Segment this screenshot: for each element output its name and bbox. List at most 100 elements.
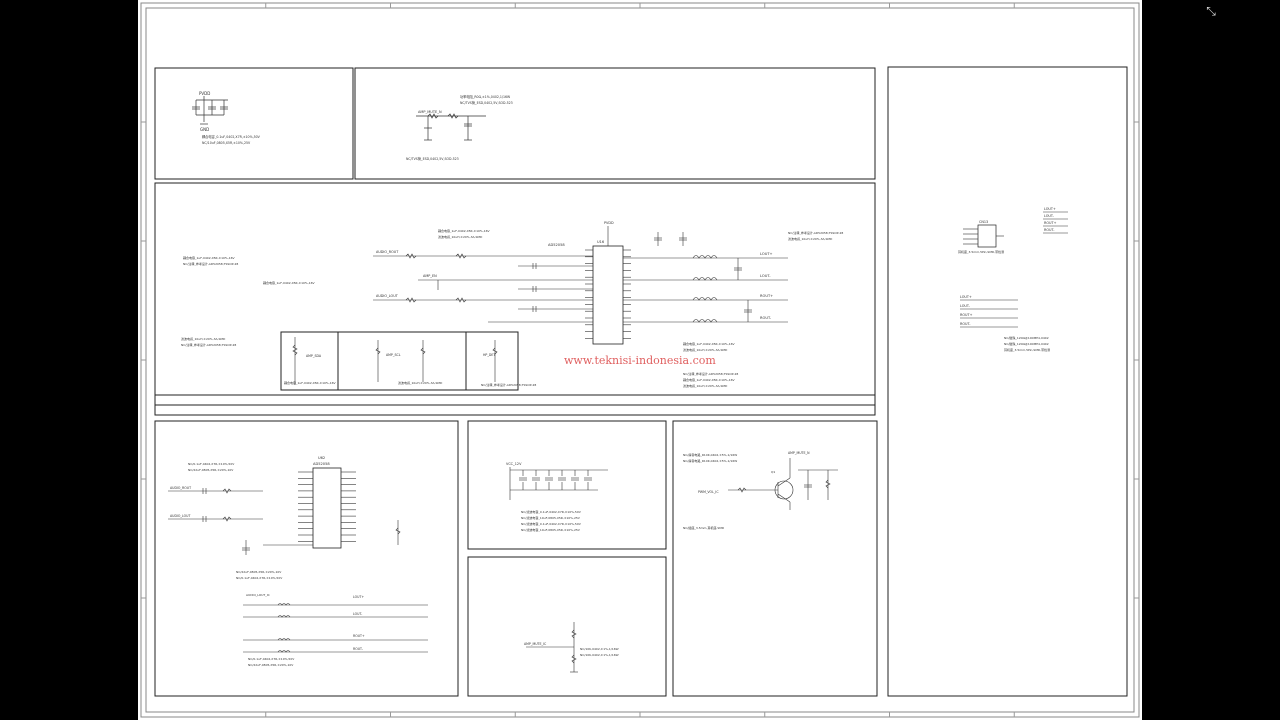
amp-ic-body [592,245,624,345]
conn-net-1: LOUT+ [1044,207,1056,211]
hp-jack-ref: CN13 [979,220,988,224]
codec-note-3: NC/22uF,0805,X5R,±20%,10V [236,570,282,574]
codec-ic-body [312,467,342,549]
panel-feedback-sub [280,331,519,391]
conn-net-8: ROUT- [960,322,971,326]
feedback-note-3: NC/注释_参考设计,AD52058,TSSOP-28 [481,382,536,387]
amp-note-13: 耦合电容_1uF,0402,X5R,±10%,16V [683,377,736,382]
decap-note-1: NC/滤波电容_0.1uF,0402,X7R,±10%,50V [521,509,582,514]
amp-pvdd-label: PVDD [604,221,614,225]
codec-net-6: ROUT- [353,647,363,651]
amp-note-7: NC/注释_参考设计,AD52058,TSSOP-28 [181,342,236,347]
conn-net-5: LOUT+ [960,295,972,299]
jack-note-1: 耳机座_3.5mm,5Pin,SMD,带检测 [958,249,1004,254]
codec-ic-part: AD52058 [313,462,330,466]
bias-note-2: NC/10K,0402,±1%,1/16W [580,653,619,657]
mute-note-3: NC/插座_3.5mm,耳机座,SMD [683,525,725,530]
zone-markers [141,3,1139,717]
mute-net-pwm: PWM_VOL_IC [698,490,719,494]
jack-note-4: 耳机座_3.5mm,5Pin,SMD,带检测 [1004,347,1050,352]
net-label-rout-minus: ROUT- [760,316,772,320]
net-label-lout-minus: LOUT- [760,274,771,278]
mute-note-1: NC/静音电路_R10K,0402,±5%,1/16W [683,452,737,457]
mute-note-2: NC/静音电路_R10K,0402,±5%,1/16W [683,458,737,463]
net-label-audio-lout: AUDIO_LOUT [376,294,399,298]
amp-note-11: 滤波电感_10uH,±20%,3A,SMD [683,347,728,352]
amp-note-10: 耦合电容_1uF,0402,X5R,±10%,16V [683,341,736,346]
panel-bias [467,556,667,697]
codec-note-4: NC/0.1uF,0402,X7R,±10%,50V [236,576,283,580]
conn-net-4: ROUT- [1044,228,1055,232]
codec-note-5: AUDIO_LOUT_IC [246,593,270,597]
panel-codec [154,420,459,697]
codec-net-3: LOUT+ [353,595,364,599]
net-label-lout-plus: LOUT+ [760,252,773,256]
watermark: www.teknisi-indonesia.com [564,354,716,367]
net-label-audio-rout: AUDIO_ROUT [376,250,399,254]
hp-jack-body [977,224,997,248]
amp-note-6: 滤波电感_10uH,±20%,3A,SMD [181,336,226,341]
conn-net-7: ROUT+ [960,313,973,317]
codec-note-1: NC/0.1uF,0402,X7R,±10%,50V [188,462,235,466]
panel-decoupling [467,420,667,550]
panel-mute [672,420,878,697]
panel-filter [354,67,876,180]
amp-note-1: 耦合电容_1uF,0402,X5R,±10%,16V [438,228,491,233]
codec-net-5: ROUT+ [353,634,365,638]
amp-note-8: NC/注释_参考设计,AD52058,TSSOP-28 [788,230,843,235]
codec-note-7: NC/22uF,0805,X5R,±20%,10V [248,663,294,667]
amp-ic-part: AD52058 [548,243,565,247]
net-label-pvdd: PVDD [199,91,210,96]
amp-note-4: NC/注释_参考设计,AD52058,TSSOP-28 [183,261,238,266]
decap-net: VCC_12V [506,462,522,466]
conn-net-3: ROUT+ [1044,221,1057,225]
schematic-drawing: PVDD GND 耦合电容_0.1uF,0402,X7R,±10%,50V NC… [140,2,1140,718]
net-label-gnd: GND [200,127,209,132]
codec-net-4: LOUT- [353,612,362,616]
bias-net: AMP_MUTE_IC [524,642,547,646]
conn-net-6: LOUT- [960,304,971,308]
filter-note-3: NC/TVS管_ESD,0402,5V,SOD-523 [406,156,459,161]
net-label-amp-mute: AMP_MUTE_N [418,110,442,114]
decap-note-2: NC/滤波电容_10uF,0805,X5R,±10%,25V [521,515,581,520]
amp-ic-ref: U16 [597,240,605,244]
amp-note-3: 耦合电容_1uF,0402,X5R,±10%,16V [183,255,236,260]
feedback-net-2: AMP_SCL [386,353,401,357]
filter-note-2: NC/TVS管_ESD,0402,5V,SOD-523 [460,100,513,105]
panel-right-connector [887,66,1128,697]
filter-note-1: 功率电阻_R0Ω,±1%,0402,1/16W [460,94,511,99]
codec-net-1: AUDIO_ROUT [170,486,191,490]
amp-ic-pins [585,249,631,339]
jack-note-2: NC/磁珠_120Ω@100MHz,0402 [1004,335,1049,340]
bias-note-1: NC/10K,0402,±1%,1/16W [580,647,619,651]
mute-net-mute: AMP_MUTE_N [788,451,810,455]
power-note-2: NC/10uF,0805,X5R,±10%,25V [202,141,251,145]
exit-fullscreen-icon[interactable]: ⤡ [1206,4,1216,18]
panel-power-decoupling [154,67,354,180]
jack-note-3: NC/磁珠_120Ω@100MHz,0402 [1004,341,1049,346]
codec-net-2: AUDIO_LOUT [170,514,191,518]
feedback-net-3: HP_DET [483,353,495,357]
amp-note-12: NC/注释_参考设计,AD52058,TSSOP-28 [683,371,738,376]
codec-ic-pins [298,471,356,542]
feedback-note-1: 耦合电容_1uF,0402,X5R,±10%,16V [284,380,337,385]
amp-note-14: 滤波电感_10uH,±20%,3A,SMD [683,383,728,388]
decoupling-capacitors [519,470,592,490]
codec-note-6: NC/0.1uF,0402,X7R,±10%,50V [248,657,295,661]
conn-net-2: LOUT- [1044,214,1055,218]
schematic-sheet: PVDD GND 耦合电容_0.1uF,0402,X7R,±10%,50V NC… [138,0,1142,720]
mute-transistor-ref: Q1 [771,470,775,474]
power-note-1: 耦合电容_0.1uF,0402,X7R,±10%,50V [202,134,261,139]
amp-note-5: 耦合电容_1uF,0402,X5R,±10%,16V [263,280,316,285]
codec-note-2: NC/22uF,0805,X5R,±20%,10V [188,468,234,472]
panel-amplifier [154,182,876,416]
decap-note-3: NC/滤波电容_0.1uF,0402,X7R,±10%,50V [521,521,582,526]
net-label-amp-en: AMP_EN [423,274,437,278]
feedback-note-2: 滤波电感_10uH,±20%,3A,SMD [398,380,443,385]
net-label-rout-plus: ROUT+ [760,294,773,298]
decap-note-4: NC/滤波电容_10uF,0805,X5R,±10%,25V [521,527,581,532]
feedback-net-1: AMP_SDA [306,354,322,358]
amp-note-2: 滤波电感_10uH,±20%,3A,SMD [438,234,483,239]
amp-note-9: 滤波电感_10uH,±20%,3A,SMD [788,236,833,241]
codec-ic-ref: U62 [318,456,325,460]
